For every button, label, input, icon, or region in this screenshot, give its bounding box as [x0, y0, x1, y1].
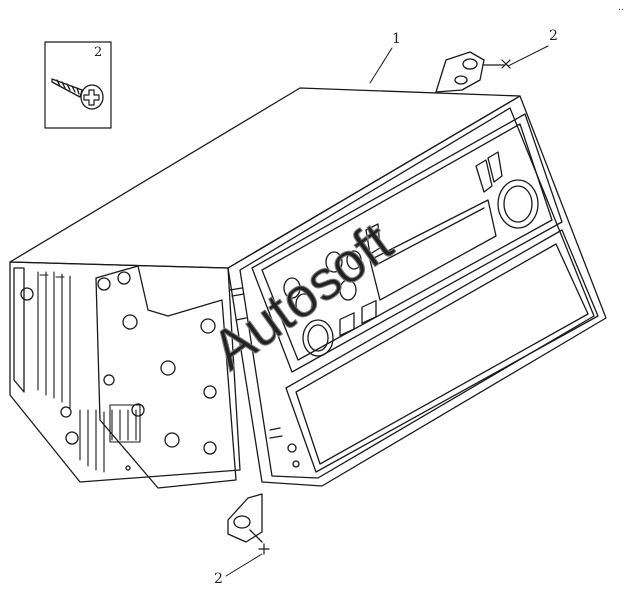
tuning-knob [302, 319, 334, 357]
chassis-hole [60, 406, 72, 418]
chassis-hole [20, 287, 34, 301]
callout-label-1: 1 [392, 31, 401, 47]
side-bracket-left [95, 265, 237, 489]
volume-knob [497, 179, 539, 229]
callout-label-2-top: 2 [549, 28, 558, 44]
chassis-hole [125, 465, 131, 471]
chassis-hole [103, 374, 115, 386]
chassis-hole [65, 431, 79, 445]
mounting-bracket-bottom [227, 493, 263, 543]
callout-bracket-top: 2 [501, 28, 558, 69]
vent-slots [37, 271, 141, 473]
preset-buttons [283, 151, 503, 337]
corner-mark: .. [618, 3, 624, 13]
screw-inset: 2 [44, 41, 112, 129]
storage-pocket [285, 229, 599, 473]
screw-inset-callout: 2 [94, 45, 102, 60]
callout-radio-unit: 1 [369, 31, 401, 84]
mounting-bracket-top [435, 51, 505, 93]
screw-icon [51, 78, 104, 110]
callout-bracket-bottom: 2 [214, 543, 270, 587]
watermark-text: Autosoft [200, 210, 404, 382]
cassette-slot [369, 199, 497, 301]
callout-label-2-bottom: 2 [214, 571, 223, 587]
radio-faceplate [227, 95, 607, 487]
head-unit-panel [251, 113, 563, 373]
